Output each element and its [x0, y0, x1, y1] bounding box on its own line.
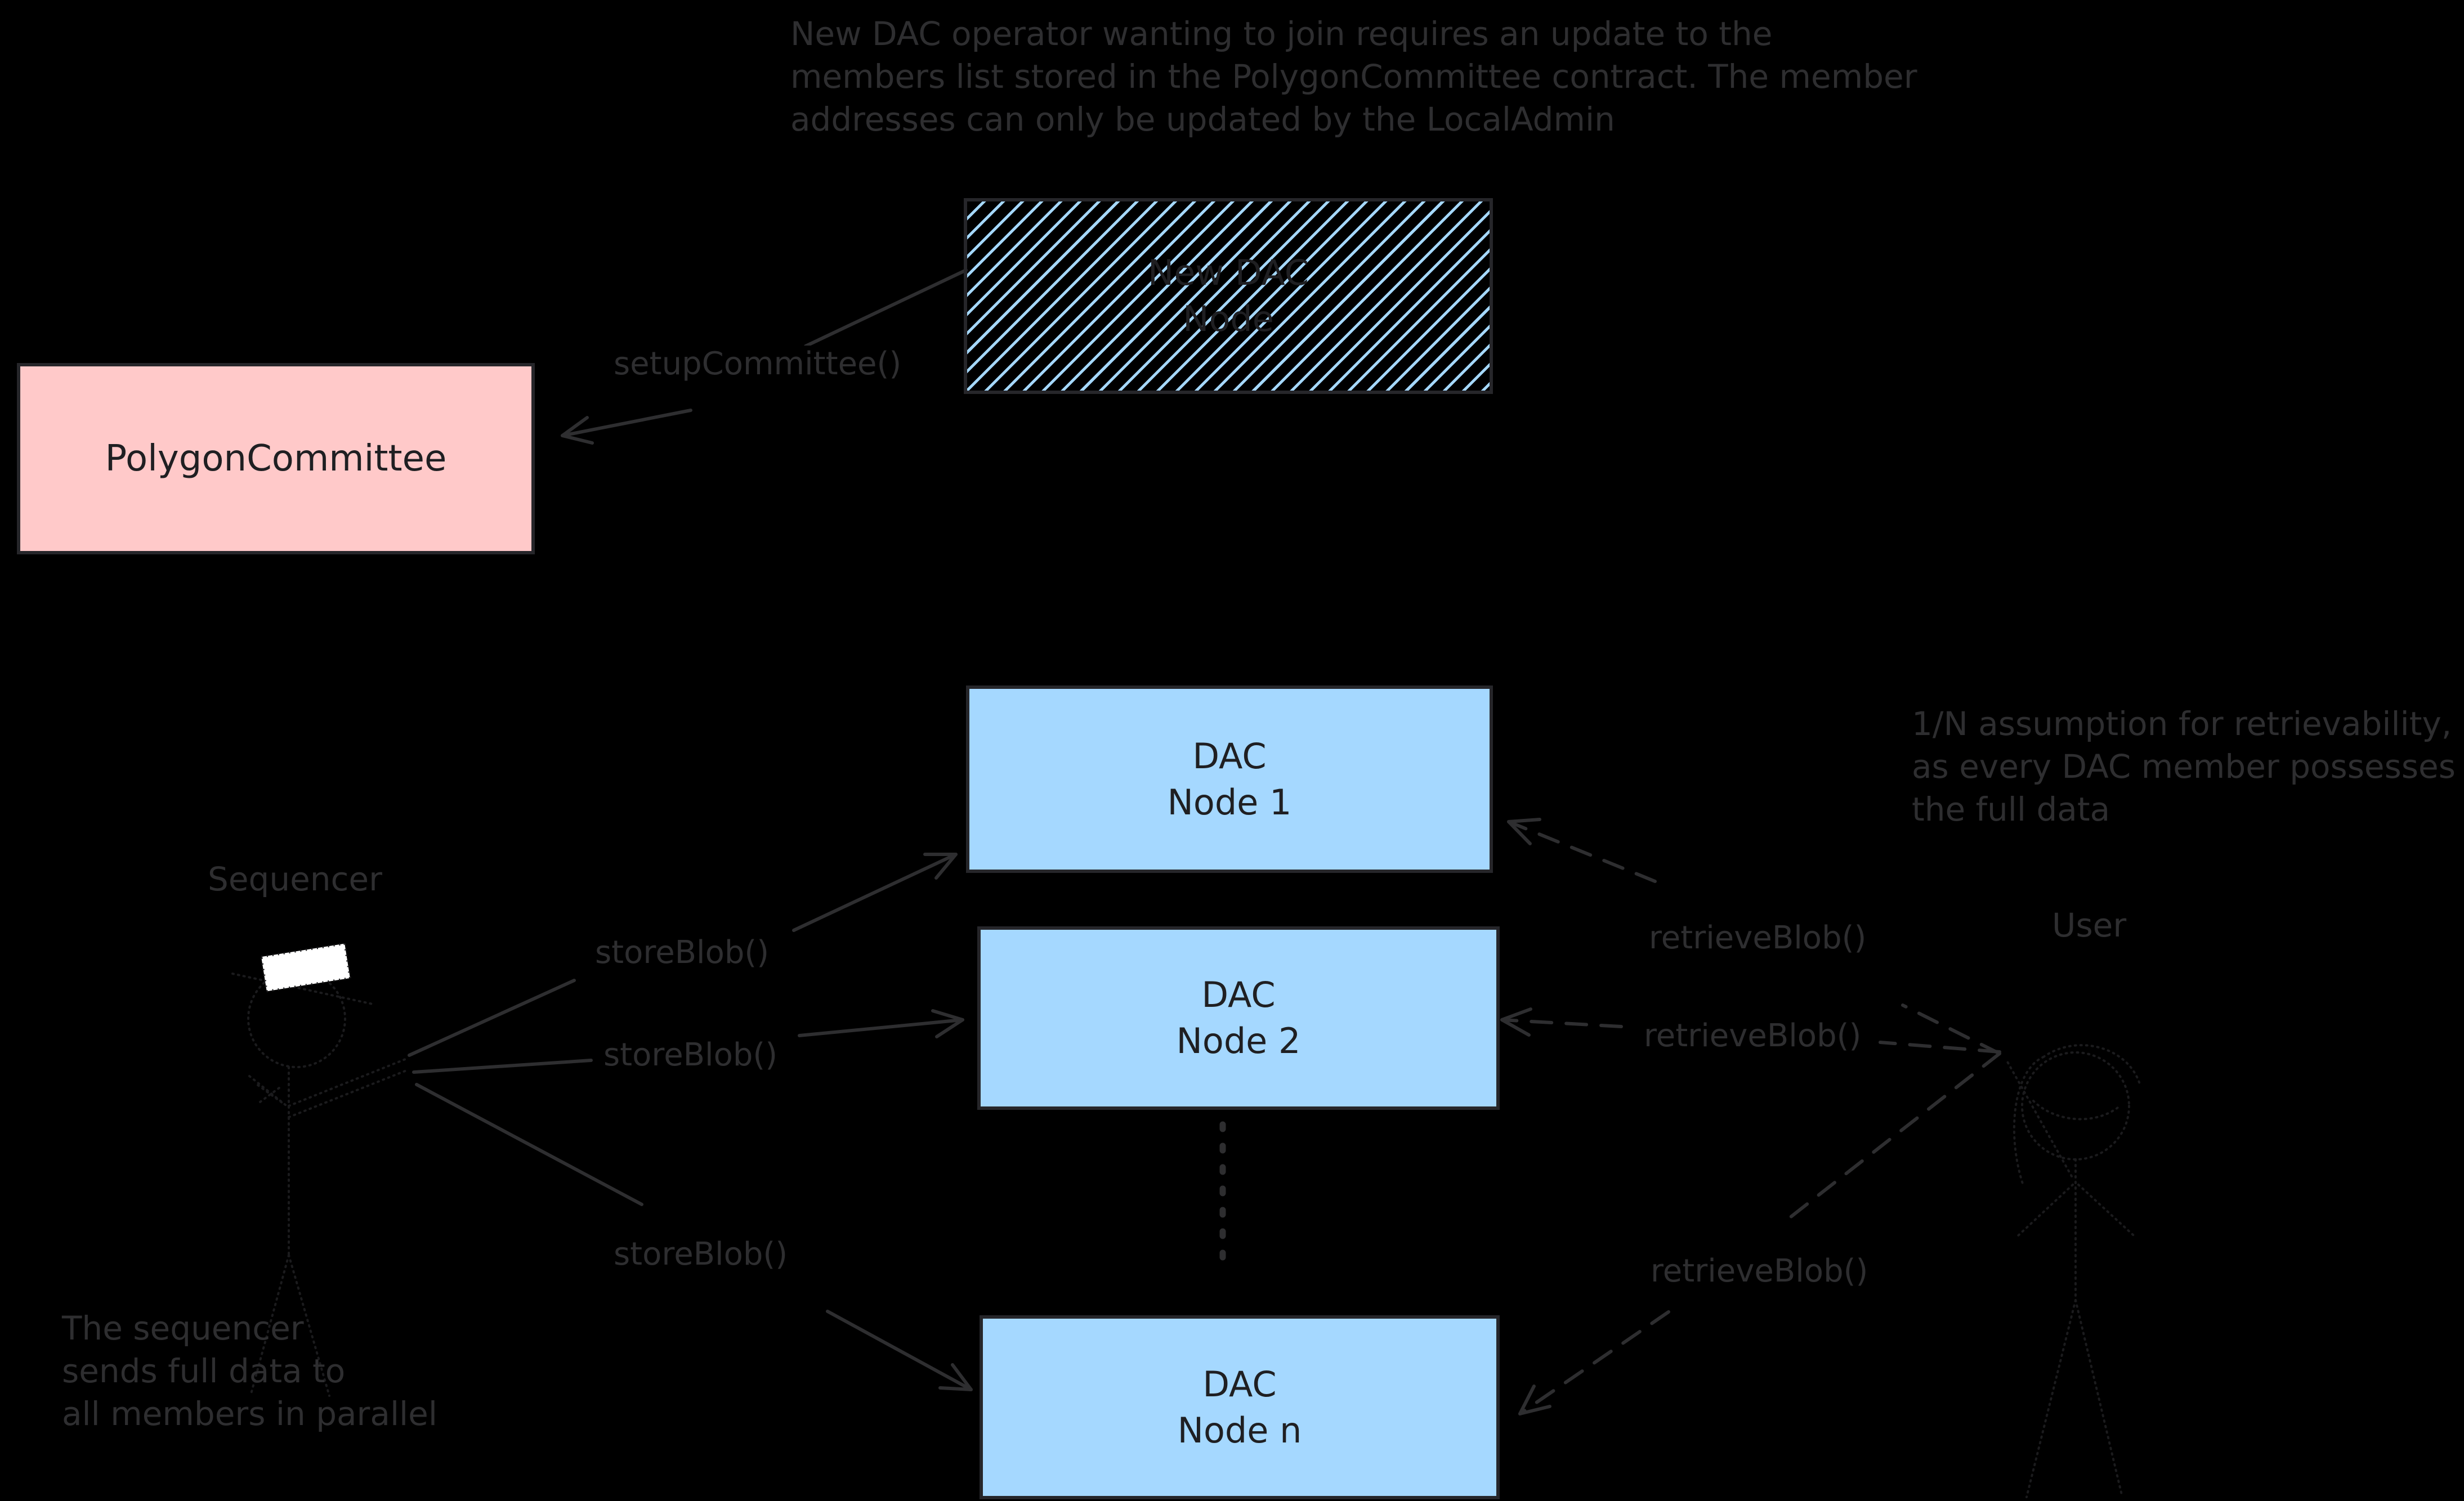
- user-hair-fringe: [2032, 1100, 2119, 1121]
- top-note-line: addresses can only be updated by the Loc…: [790, 100, 1615, 138]
- retrieve-blob-arrow-1: [1507, 818, 2001, 1055]
- dac-node-2-box: DAC Node 2: [977, 926, 1500, 1110]
- user-label: User: [2052, 906, 2127, 944]
- setup-committee-label: setupCommittee(): [608, 346, 907, 382]
- retrieve-blob-arrow-3: [1518, 1052, 2001, 1415]
- sequencer-note-line: sends full data to: [62, 1352, 346, 1390]
- sequencer-scribble: [248, 1075, 290, 1109]
- one-n-note-line: 1/N assumption for retrievability,: [1912, 705, 2452, 743]
- retrieve-blob-arrow-2: [1500, 1007, 2001, 1054]
- one-n-note-line: the full data: [1912, 790, 2110, 828]
- sequencer-hat: [260, 942, 352, 993]
- one-n-note-line: as every DAC member possesses: [1912, 747, 2456, 786]
- dac-node-n-label-line1: DAC: [1202, 1363, 1277, 1405]
- sequencer-note: The sequencer sends full data to all mem…: [62, 1307, 437, 1435]
- sequencer-head: [247, 969, 346, 1068]
- user-hair-top: [2042, 1044, 2141, 1085]
- user-hair-left: [2013, 1056, 2045, 1186]
- store-blob-label-1: storeBlob(): [589, 934, 775, 971]
- dac-node-n-label-line2: Node n: [1177, 1409, 1302, 1451]
- user-figure: [2006, 1044, 2141, 1498]
- store-blob-arrow-2: [412, 1009, 964, 1074]
- polygon-committee-label: PolygonCommittee: [105, 438, 447, 480]
- top-note-line: New DAC operator wanting to join require…: [790, 15, 1773, 53]
- dac-node-2-label-line2: Node 2: [1176, 1020, 1301, 1061]
- retrieve-blob-label-2: retrieveBlob(): [1638, 1018, 1867, 1054]
- sequencer-arms: [288, 1057, 409, 1118]
- new-dac-node-label-line1: New DAC: [1147, 252, 1309, 293]
- store-blob-label-3: storeBlob(): [608, 1236, 794, 1273]
- sequencer-label: Sequencer: [208, 860, 382, 898]
- dac-node-1-label-line2: Node 1: [1167, 781, 1292, 823]
- dac-node-1-box: DAC Node 1: [966, 685, 1493, 873]
- sequencer-hat-brim: [231, 973, 374, 1005]
- retrieve-blob-label-3: retrieveBlob(): [1645, 1253, 1874, 1289]
- top-note-line: members list stored in the PolygonCommit…: [790, 57, 1917, 96]
- one-n-note: 1/N assumption for retrievability, as ev…: [1912, 702, 2456, 831]
- retrieve-blob-label-1: retrieveBlob(): [1643, 920, 1872, 956]
- dac-node-1-label-line1: DAC: [1192, 735, 1267, 777]
- top-note: New DAC operator wanting to join require…: [790, 12, 1917, 141]
- dac-node-2-label-line1: DAC: [1201, 974, 1276, 1015]
- user-arms: [2006, 1060, 2135, 1239]
- sequencer-note-line: The sequencer: [62, 1309, 304, 1347]
- polygon-committee-box: PolygonCommittee: [17, 363, 535, 554]
- new-dac-node-label-line2: Node: [1183, 298, 1274, 339]
- store-blob-label-2: storeBlob(): [598, 1037, 784, 1073]
- sequencer-legs: [249, 1254, 330, 1397]
- sequencer-note-line: all members in parallel: [62, 1395, 437, 1433]
- user-legs: [2025, 1299, 2123, 1498]
- store-blob-arrow-1: [408, 853, 958, 1057]
- sequencer-figure: [231, 942, 409, 1397]
- new-dac-node-box: New DAC Node: [964, 198, 1493, 394]
- store-blob-arrow-3: [415, 1083, 973, 1391]
- setup-committee-arrow: [561, 268, 968, 445]
- dac-node-n-box: DAC Node n: [980, 1315, 1500, 1499]
